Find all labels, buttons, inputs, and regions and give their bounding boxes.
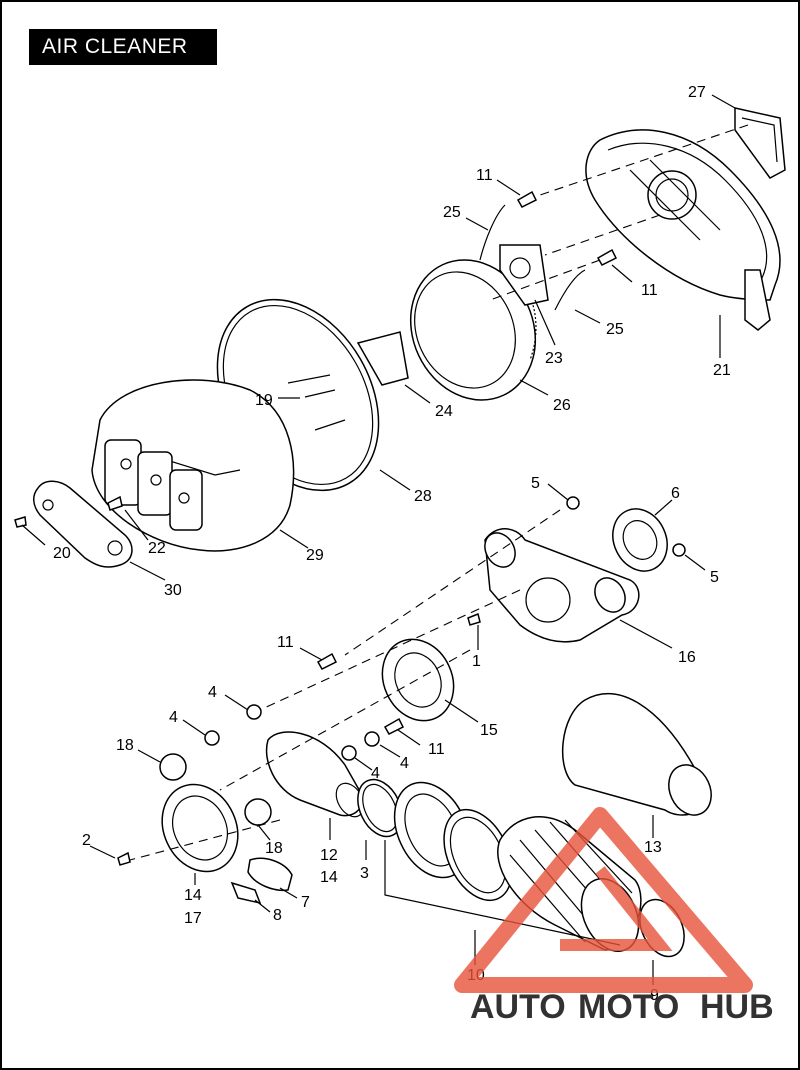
callout-12: 12 [320, 847, 338, 864]
callout-5: 5 [710, 569, 719, 586]
callout-18: 18 [116, 737, 134, 754]
callout-21: 21 [713, 362, 731, 379]
watermark-text-hub: HUB [700, 988, 774, 1026]
part-13-cover [562, 693, 712, 816]
callout-4: 4 [208, 684, 217, 701]
callout-15: 15 [480, 722, 498, 739]
callout-9: 9 [650, 987, 659, 1004]
callout-6: 6 [671, 485, 680, 502]
callout-23: 23 [545, 350, 563, 367]
callout-5: 5 [531, 475, 540, 492]
callout-27: 27 [688, 84, 706, 101]
callout-3: 3 [360, 865, 369, 882]
callout-22: 22 [148, 540, 166, 557]
callout-7: 7 [301, 894, 310, 911]
part-30-plate [33, 480, 133, 568]
part-29-cover [91, 379, 295, 552]
watermark-triangle [454, 807, 753, 993]
part-8-badge [230, 881, 262, 905]
part-5-oring-right [672, 543, 686, 557]
part-27-gasket [734, 107, 786, 179]
callout-19: 19 [255, 392, 273, 409]
callout-14: 14 [184, 887, 202, 904]
part-24-bracket [356, 331, 409, 386]
callout-labels: 27 11 25 11 25 21 23 26 24 19 28 29 22 2… [53, 84, 731, 1004]
callout-8: 8 [273, 907, 282, 924]
part-7-badge [247, 857, 293, 892]
watermark-text-moto: MOTO [578, 988, 679, 1026]
callout-13: 13 [644, 839, 662, 856]
callout-4: 4 [169, 709, 178, 726]
part-16-backplate [484, 528, 640, 643]
part-10-cone-filter [497, 816, 642, 952]
assembly-centerlines [129, 124, 749, 861]
callout-11: 11 [428, 741, 445, 758]
part-21-backplate [585, 129, 781, 331]
callout-25: 25 [606, 321, 624, 338]
part-14-plate [161, 783, 239, 873]
part-6-gasket [612, 508, 668, 572]
part-12-tube [265, 731, 365, 818]
callout-4: 4 [371, 765, 380, 782]
callout-11: 11 [641, 282, 658, 299]
part-23-gasket [499, 244, 549, 306]
callout-11: 11 [277, 634, 294, 651]
callout-28: 28 [414, 488, 432, 505]
callout-20: 20 [53, 545, 71, 562]
callout-4: 4 [400, 755, 409, 772]
callout-25: 25 [443, 204, 461, 221]
callout-18: 18 [265, 840, 283, 857]
callout-leaders [21, 94, 736, 985]
callout-17: 17 [184, 910, 202, 927]
small-fasteners [14, 190, 618, 528]
callout-24: 24 [435, 403, 453, 420]
part-18-plug-left [159, 753, 187, 781]
callout-2: 2 [82, 832, 91, 849]
diagram-title: AIR CLEANER [29, 29, 217, 65]
middle-fasteners [117, 612, 481, 866]
part-18-plug-right [244, 798, 272, 826]
callout-14: 14 [320, 869, 338, 886]
callout-11: 11 [476, 167, 493, 184]
watermark-logo: AUTO MOTO HUB [454, 807, 774, 1026]
callout-1: 1 [472, 653, 481, 670]
callout-30: 30 [164, 582, 182, 599]
callout-29: 29 [306, 547, 324, 564]
callout-16: 16 [678, 649, 696, 666]
part-10-adapter [393, 781, 513, 902]
watermark-text-auto: AUTO [470, 988, 566, 1026]
callout-26: 26 [553, 397, 571, 414]
part-5-oring-top [566, 496, 580, 510]
part-15-gasket [381, 638, 455, 722]
